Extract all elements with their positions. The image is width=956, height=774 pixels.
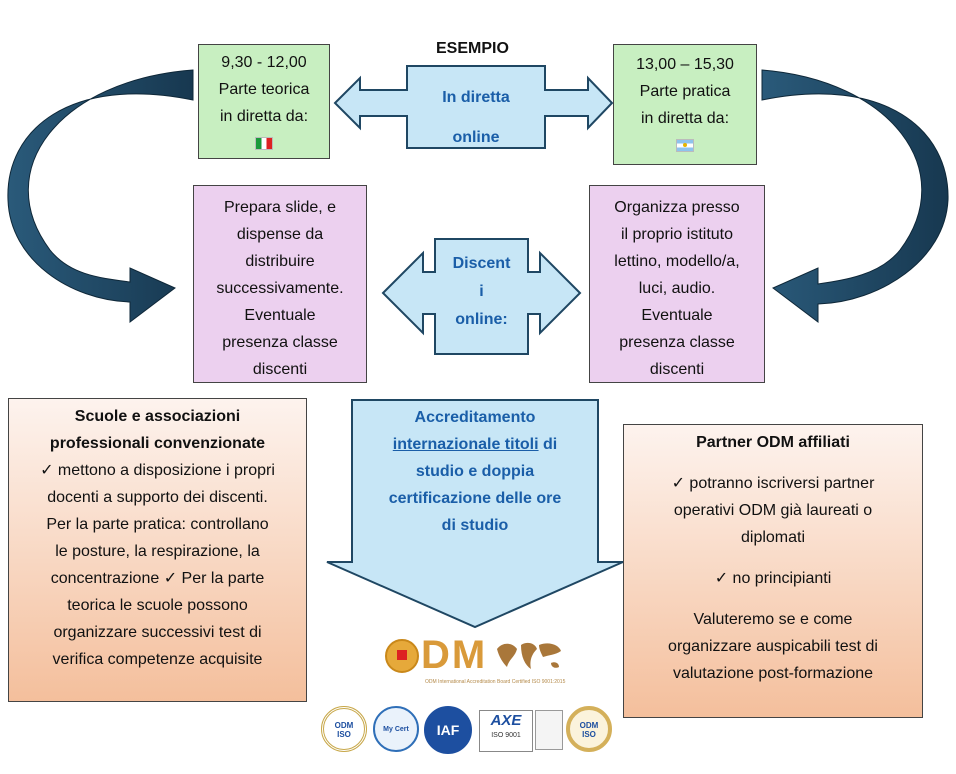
accreditation-line2: internazionale titoli di [352, 431, 598, 458]
schools-line: docenti a supporto dei discenti. [47, 489, 268, 506]
left-mid-line: distribuire [245, 253, 315, 270]
schools-title: professionali convenzionate [49, 435, 266, 452]
top-arrow-line1: In diretta [442, 89, 510, 106]
accredia-seal [535, 710, 563, 750]
odm-iso-gold-seal: ODM ISO [566, 706, 612, 752]
left-top-time: 9,30 - 12,00 [221, 54, 307, 71]
accreditation-line5: di studio [441, 517, 509, 534]
seal-label: IAF [436, 722, 460, 738]
accreditation-underlined: internazionale titoli [392, 436, 539, 453]
mid-arrow-line2: i [479, 283, 484, 300]
partner-title: Partner ODM affiliati [696, 434, 850, 451]
schools-box: Scuole e associazioni professionali conv… [8, 398, 307, 702]
seal-label: ISO 9001 [491, 732, 521, 739]
left-mid-line: dispense da [236, 226, 324, 243]
right-mid-line: il proprio istituto [620, 226, 734, 243]
right-mid-line: luci, audio. [638, 280, 716, 297]
top-double-arrow [333, 65, 614, 149]
accreditation-line2-rest: di [538, 436, 558, 453]
right-mid-box: Organizza presso il proprio istituto let… [589, 185, 765, 383]
top-arrow-line2: online [452, 129, 500, 146]
left-mid-line: successivamente. [216, 280, 344, 297]
seal-label: My Cert [383, 726, 409, 733]
right-mid-line: lettino, modello/a, [614, 253, 740, 270]
schools-line: teorica le scuole possono [67, 597, 248, 614]
partner-line: Valuteremo se e come [693, 611, 853, 628]
seal-label: ISO [337, 730, 351, 739]
right-top-box: 13,00 – 15,30 Parte pratica in diretta d… [613, 44, 757, 165]
schools-line: Per la parte pratica: controllano [46, 516, 269, 533]
left-mid-box: Prepara slide, e dispense da distribuire… [193, 185, 367, 383]
right-curved-arrow [761, 69, 949, 324]
right-top-time: 13,00 – 15,30 [636, 56, 734, 73]
partner-line: valutazione post-formazione [672, 665, 874, 682]
accreditation-line4: certificazione delle ore [388, 490, 562, 507]
odm-logo-text: DM [421, 633, 488, 677]
schools-title: Scuole e associazioni [74, 408, 241, 425]
partner-no-beginners: ✓ no principianti [714, 570, 832, 587]
odm-iso-seal: ODM ISO [321, 706, 367, 752]
left-mid-line: presenza classe [222, 334, 338, 351]
right-top-line1: Parte pratica [639, 83, 731, 100]
argentina-flag-icon [676, 139, 694, 153]
partner-box: Partner ODM affiliati ✓ potranno iscrive… [623, 424, 923, 718]
schools-line: concentrazione ✓ Per la parte [50, 570, 265, 587]
right-mid-line: Eventuale [641, 307, 713, 324]
mid-arrow-line3: online: [455, 311, 508, 328]
mid-arrow-line1: Discent [452, 255, 511, 272]
seal-label: ISO [582, 730, 596, 739]
schools-line: verifica competenze acquisite [52, 651, 263, 668]
accreditation-text: Accreditamento internazionale titoli di … [352, 404, 598, 539]
partner-line: operativi ODM già laureati o [673, 502, 873, 519]
seal-label: ODM [579, 721, 599, 730]
mycert-seal: My Cert [373, 706, 419, 752]
schools-line: le posture, la respirazione, la [55, 543, 260, 560]
accreditation-line1: Accreditamento [414, 409, 536, 426]
top-arrow-label: In diretta online [407, 78, 545, 158]
schools-line: ✓ mettono a disposizione i propri [40, 462, 275, 479]
accreditation-line3: studio e doppia [415, 463, 535, 480]
italy-flag-icon [255, 137, 273, 151]
right-mid-line: presenza classe [619, 334, 735, 351]
right-top-line2: in diretta da: [640, 110, 730, 127]
left-top-line1: Parte teorica [218, 81, 310, 98]
left-top-box: 9,30 - 12,00 Parte teorica in diretta da… [198, 44, 330, 159]
iaf-seal: IAF [424, 706, 472, 754]
schools-line: organizzare successivi test di [53, 624, 262, 641]
middle-double-arrow [381, 238, 582, 355]
left-mid-line: Prepara slide, e [223, 199, 337, 216]
odm-logo: DM ODM International Accreditation Board… [385, 633, 570, 695]
right-mid-line: discenti [649, 361, 705, 378]
partner-line: organizzare auspicabili test di [668, 638, 878, 655]
left-top-line2: in diretta da: [219, 108, 309, 125]
seal-label: AXE [490, 712, 522, 729]
left-mid-line: discenti [252, 361, 308, 378]
world-map-icon [497, 642, 561, 669]
mid-arrow-label: Discent i online: [435, 250, 528, 334]
partner-line: diplomati [740, 529, 806, 546]
left-mid-line: Eventuale [244, 307, 316, 324]
partner-line: ✓ potranno iscriversi partner [671, 475, 875, 492]
odm-caption: ODM International Accreditation Board Ce… [425, 679, 566, 685]
odm-medal-icon [385, 639, 419, 673]
diagram-title: ESEMPIO [436, 40, 509, 57]
right-mid-line: Organizza presso [614, 199, 740, 216]
seal-label: ODM [334, 721, 354, 730]
axe-seal: AXE ISO 9001 [479, 710, 533, 752]
left-curved-arrow [7, 69, 194, 324]
down-arrow [326, 399, 624, 629]
